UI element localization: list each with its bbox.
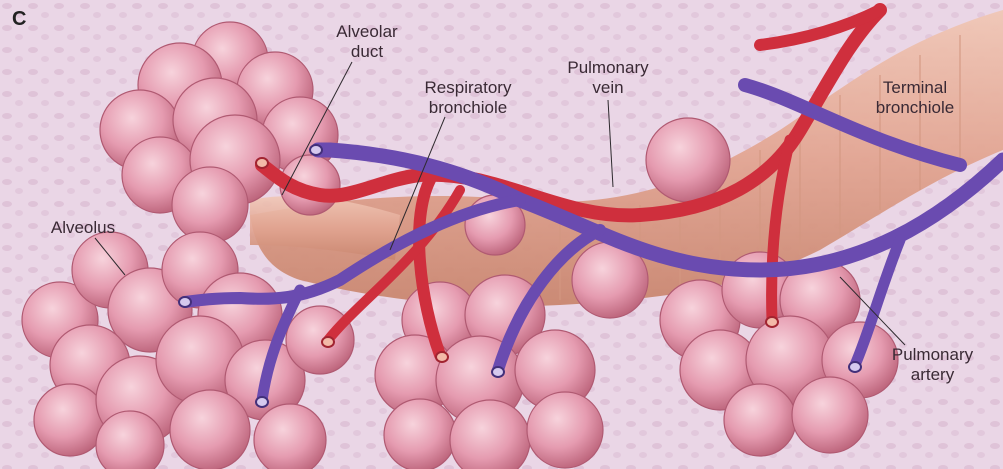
label-alveolar-duct: Alveolar duct	[322, 22, 412, 62]
label-alveolus: Alveolus	[38, 218, 128, 238]
label-pulmonary-vein: Pulmonary vein	[553, 58, 663, 98]
label-pulmonary-artery: Pulmonary artery	[880, 345, 985, 385]
label-terminal-bronchiole: Terminal bronchiole	[860, 78, 970, 118]
label-respiratory-bronchiole: Respiratory bronchiole	[408, 78, 528, 118]
panel-letter: C	[12, 8, 26, 31]
